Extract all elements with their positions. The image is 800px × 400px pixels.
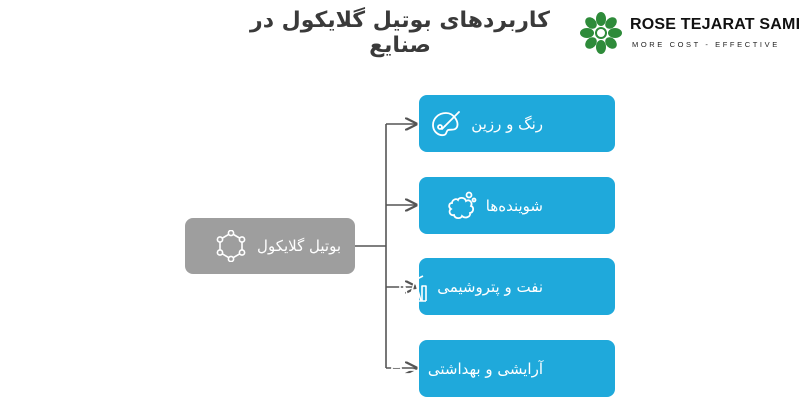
branch-label: نفت و پتروشیمی — [437, 277, 543, 296]
page-title: کاربردهای بوتیل گلایکول در صنایع — [250, 8, 550, 58]
branch-cosmetics: آرایشی و بهداشتی — [390, 340, 615, 397]
branch-label: رنگ و رزین — [471, 114, 543, 133]
company-logo: ROSE TEJARAT SAMIR MORE COST - EFFECTIVE — [578, 10, 800, 60]
oil-refinery-icon — [398, 272, 428, 302]
logo-tagline: MORE COST - EFFECTIVE — [632, 40, 780, 49]
branch-label: شوینده‌ها — [485, 196, 543, 215]
molecule-icon — [216, 230, 246, 262]
flower-logo-icon — [580, 12, 622, 54]
detergent-bubbles-icon — [448, 191, 477, 219]
cosmetics-lipstick-icon — [390, 354, 417, 384]
root-label: بوتیل گلایکول — [257, 237, 341, 255]
branch-label: آرایشی و بهداشتی — [427, 359, 543, 378]
logo-name: ROSE TEJARAT SAMIR — [630, 16, 800, 33]
paint-palette-icon — [432, 110, 461, 136]
root-node: بوتیل گلایکول — [185, 218, 355, 274]
branch-paint-resin: رنگ و رزین — [419, 95, 615, 152]
branch-oil-petrochemical: نفت و پتروشیمی — [398, 258, 615, 315]
branch-detergents: شوینده‌ها — [419, 177, 615, 234]
